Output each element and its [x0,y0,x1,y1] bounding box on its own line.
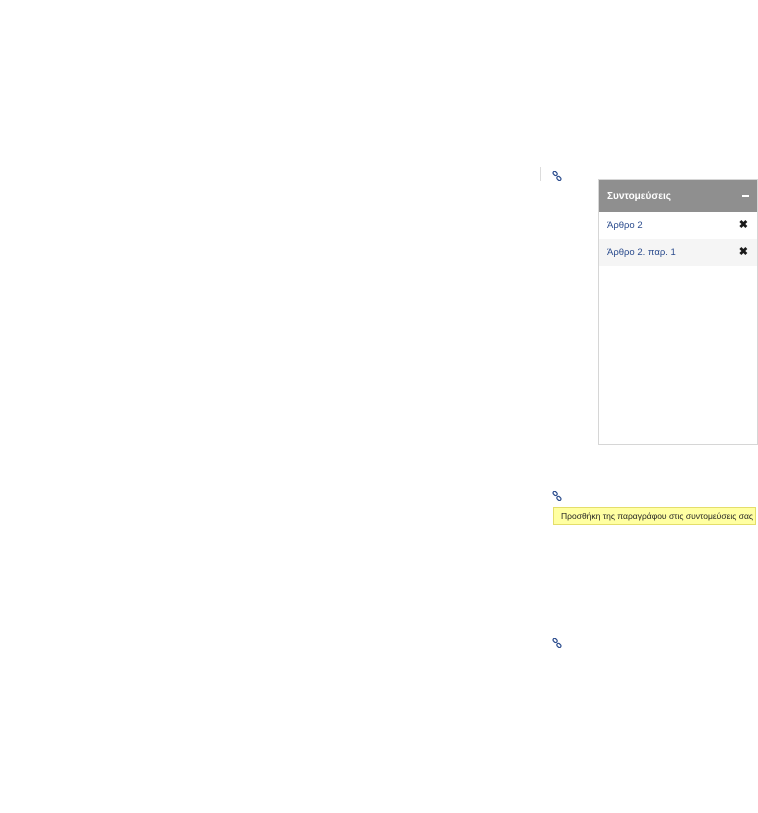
shortcuts-panel-header: Συντομεύσεις [599,180,757,212]
close-x-icon[interactable]: ✖ [738,246,748,258]
link-icon [552,171,562,181]
shortcut-link[interactable]: Άρθρο 2 [607,220,643,231]
add-shortcut-link-icon[interactable] [551,170,563,182]
add-shortcut-link-icon[interactable] [551,490,563,502]
column-divider [540,167,541,181]
minus-icon [741,195,749,197]
shortcuts-panel-title: Συντομεύσεις [607,190,671,202]
close-x-icon[interactable]: ✖ [738,219,748,231]
add-shortcut-tooltip: Προσθήκη της παραγράφου στις συντομεύσει… [553,507,756,525]
shortcut-item: Άρθρο 2. παρ. 1 ✖ [599,239,757,266]
shortcuts-panel: Συντομεύσεις Άρθρο 2 ✖ Άρθρο 2. παρ. 1 ✖ [598,179,758,445]
collapse-button[interactable] [740,191,750,201]
add-shortcut-link-icon[interactable] [551,637,563,649]
shortcut-item: Άρθρο 2 ✖ [599,212,757,239]
link-icon [552,638,562,648]
link-icon [552,491,562,501]
shortcut-link[interactable]: Άρθρο 2. παρ. 1 [607,247,676,258]
